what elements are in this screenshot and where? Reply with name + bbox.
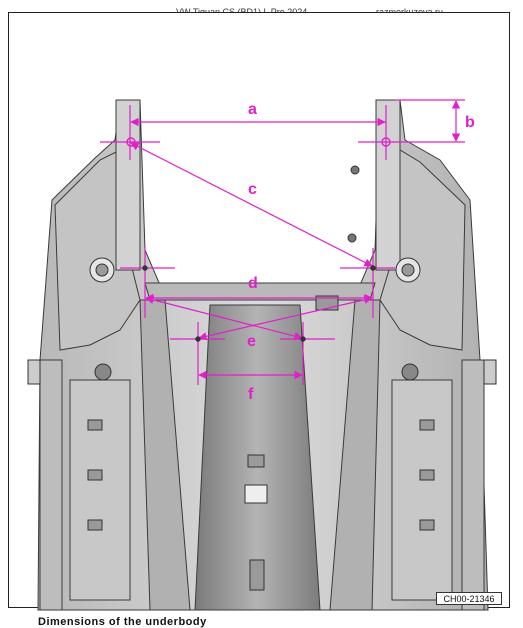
point-right-mid [370,265,376,271]
point-left-upper [126,137,136,147]
label-c: c [248,181,257,198]
measuring-points [126,137,391,342]
label-a: a [248,101,257,118]
underbody-body [37,99,489,611]
caption: Dimensions of the underbody [38,616,207,628]
label-b: b [465,114,475,131]
dimension-lines [100,99,465,385]
point-right-upper [381,137,391,147]
label-f: f [248,386,254,403]
label-e: e [247,333,256,350]
point-right-low [300,336,306,342]
reference-code: CH00-21346 [436,592,502,605]
point-left-low [195,336,201,342]
label-d: d [248,275,258,292]
dimension-c-line [130,142,373,267]
point-left-mid [142,265,148,271]
